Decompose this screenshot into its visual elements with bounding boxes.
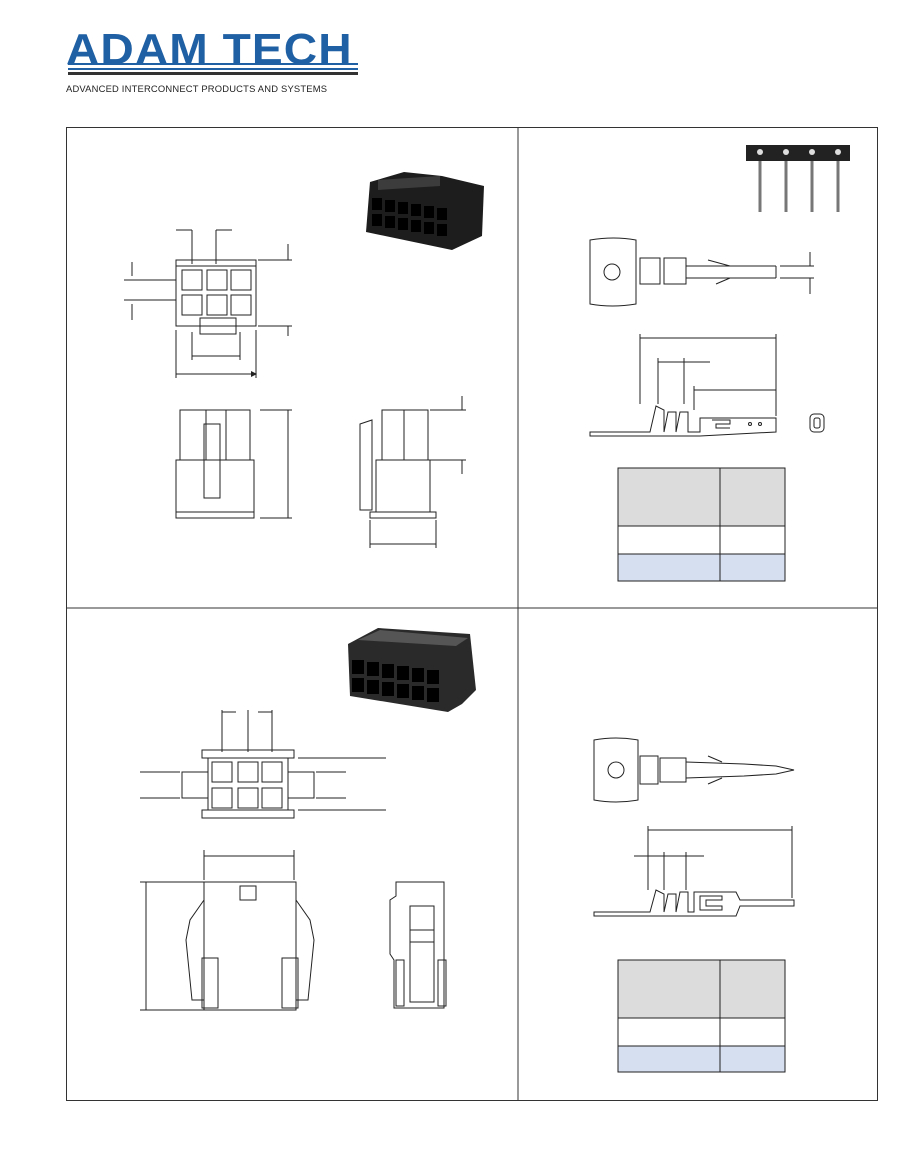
receptacle-housing-photo <box>366 172 484 250</box>
female-terminal-side-view <box>589 334 825 437</box>
plug-housing-photo <box>348 628 476 712</box>
receptacle-side-view-a <box>175 409 292 519</box>
male-terminal-spec-table <box>617 959 786 1073</box>
receptacle-side-view-b <box>359 396 466 548</box>
female-terminal-spec-table <box>617 467 786 582</box>
brand-tagline: ADVANCED INTERCONNECT PRODUCTS AND SYSTE… <box>66 83 328 94</box>
drawing-frame <box>66 127 878 1101</box>
female-terminal-top-view <box>589 237 814 307</box>
male-terminal-top-view <box>593 737 795 803</box>
terminal-strip-photo <box>746 145 850 212</box>
plug-side-view-a <box>140 850 315 1011</box>
plug-front-view <box>140 710 386 819</box>
logo-stripes <box>68 63 358 75</box>
plug-side-view-b <box>389 881 447 1009</box>
male-terminal-side-view <box>593 826 795 917</box>
receptacle-front-view <box>124 229 292 378</box>
company-logo: ADAM TECH ADVANCED INTERCONNECT PRODUCTS… <box>66 28 366 100</box>
